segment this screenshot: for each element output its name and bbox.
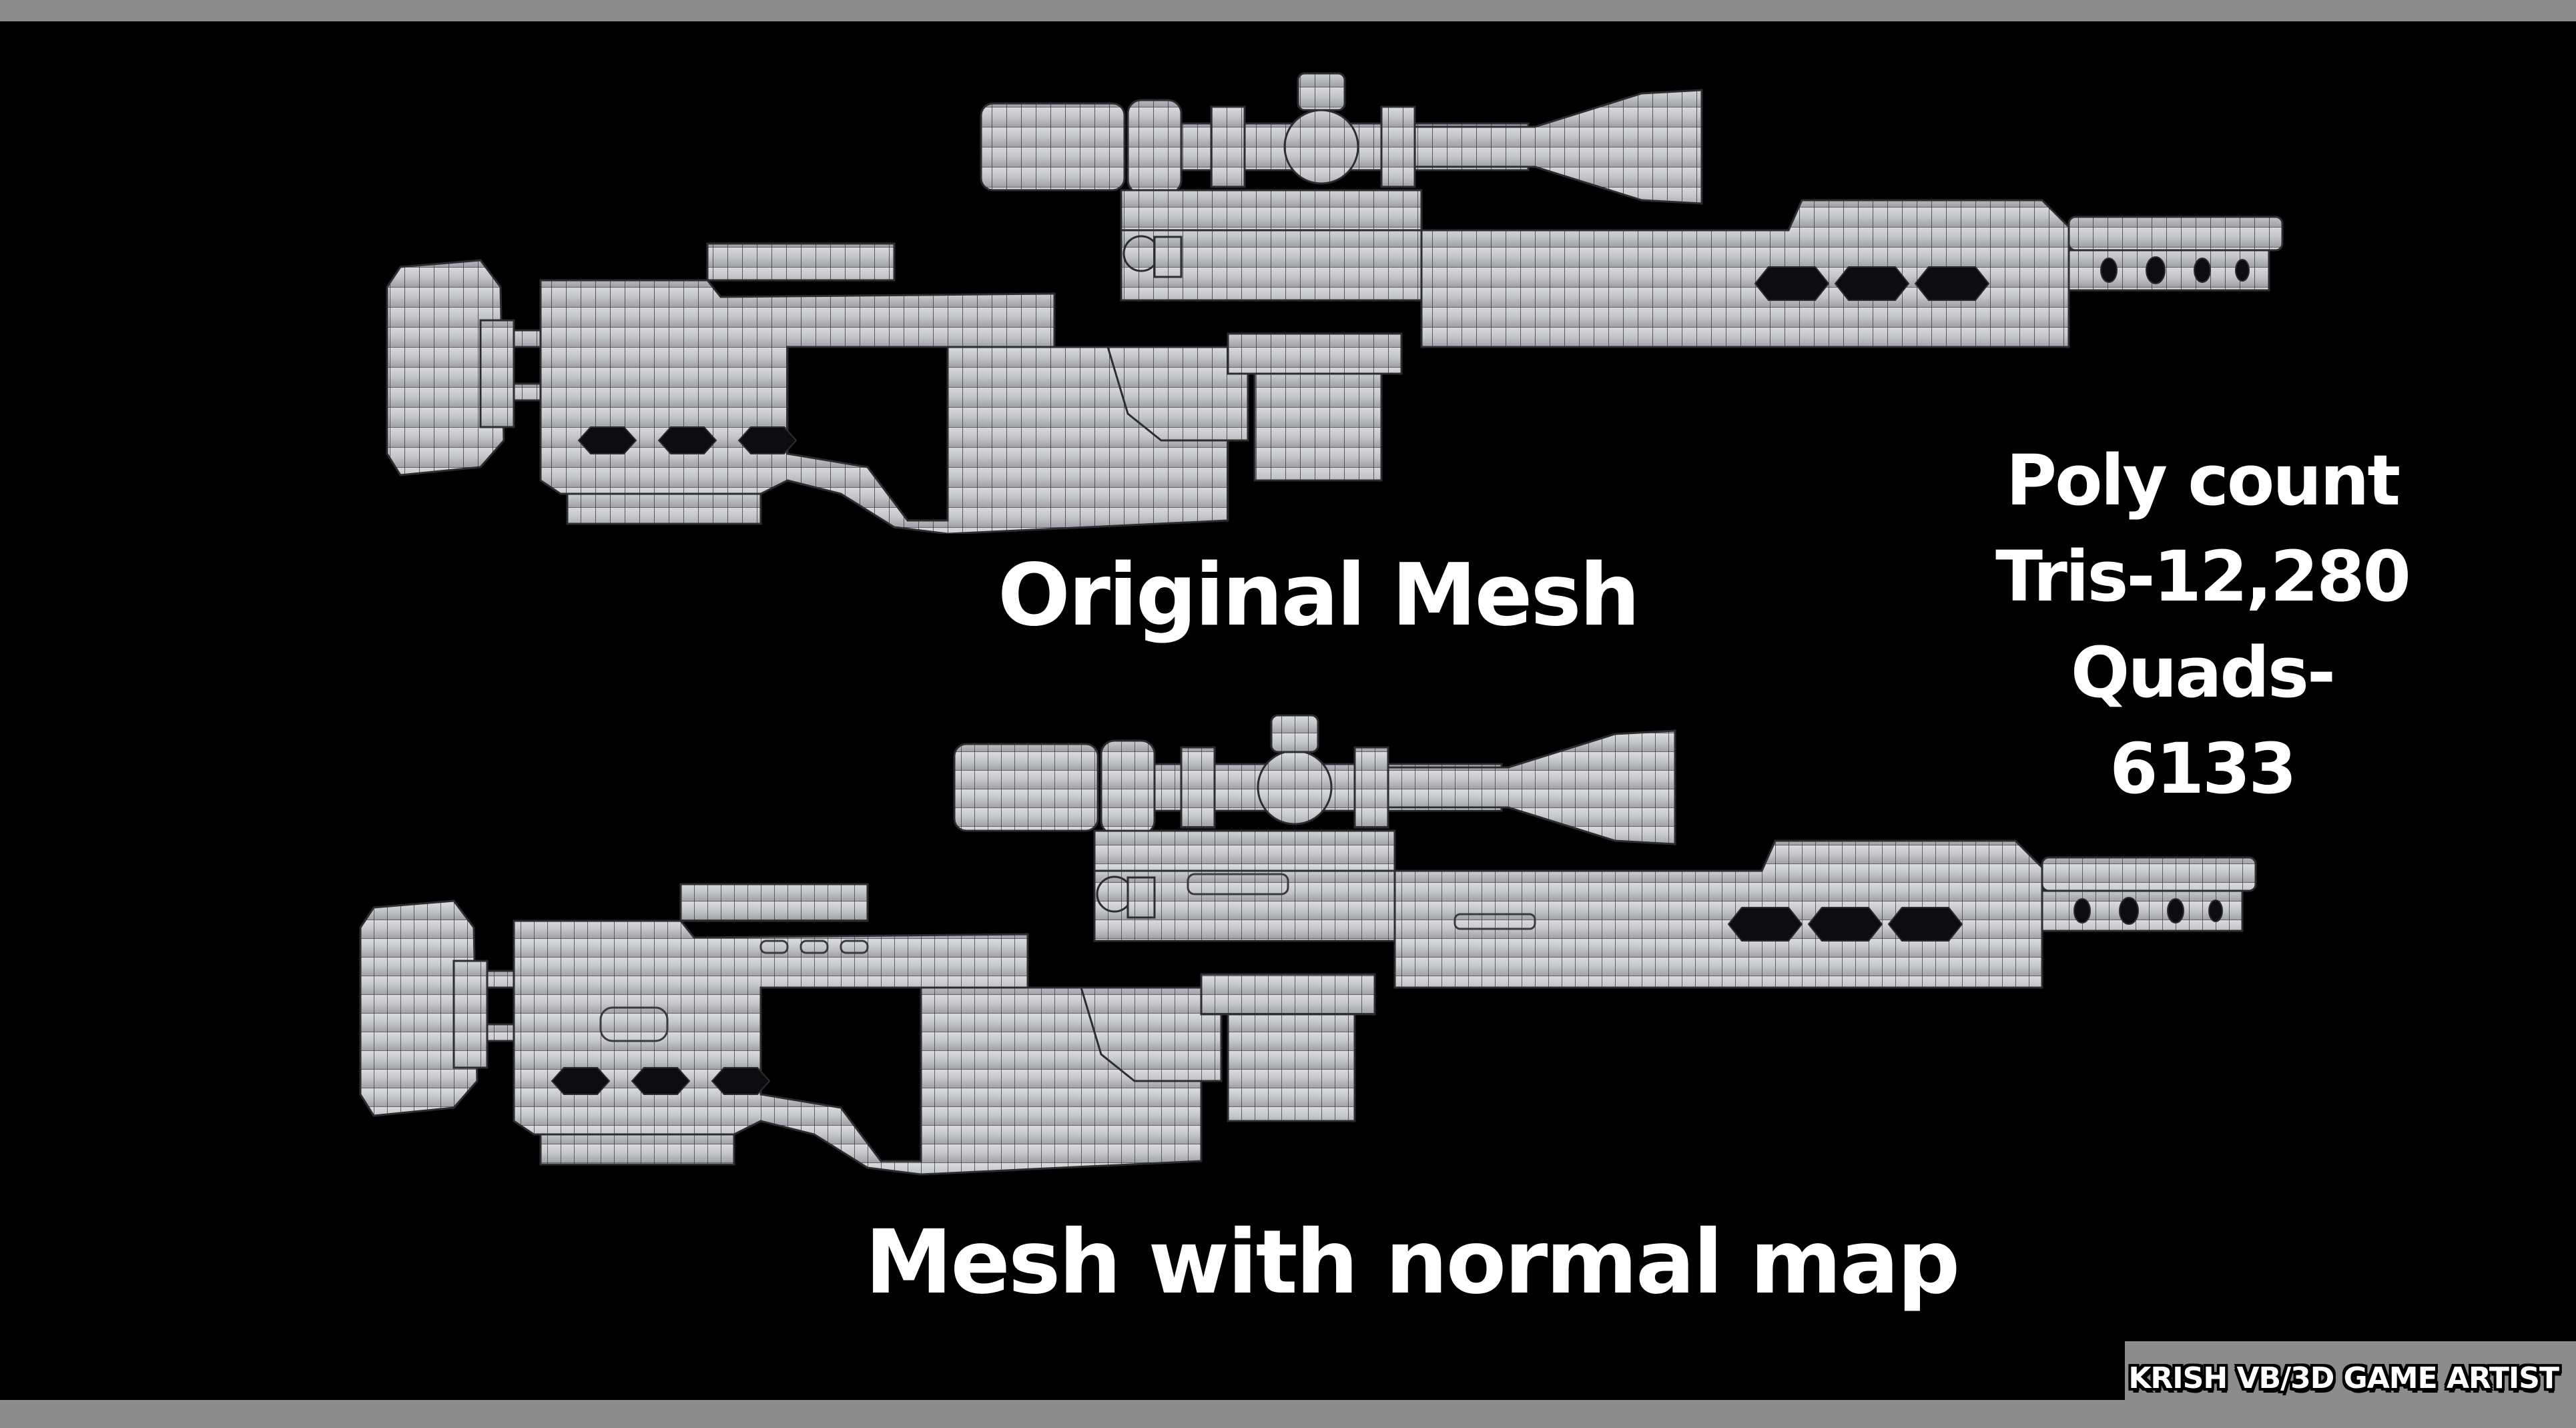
scope-eyepiece [980,102,1126,192]
rifle-render-original-mesh [386,72,2284,534]
rifle-render-normal-map [359,714,2257,1176]
artist-watermark: KRISH VB/3D GAME ARTIST [2128,1361,2559,1395]
original-mesh-caption: Original Mesh [998,546,1640,645]
top-frame-bar [0,0,2576,21]
watermark-panel: KRISH VB/3D GAME ARTIST [2125,1341,2576,1428]
normal-map-caption: Mesh with normal map [865,1211,1960,1314]
quads-count: Quads-6133 [2070,632,2336,809]
poly-count-panel: Poly count Tris-12,280 Quads-6133 [1995,432,2411,817]
tris-count: Tris-12,280 [1995,536,2411,617]
poly-count-title: Poly count [2005,440,2400,521]
